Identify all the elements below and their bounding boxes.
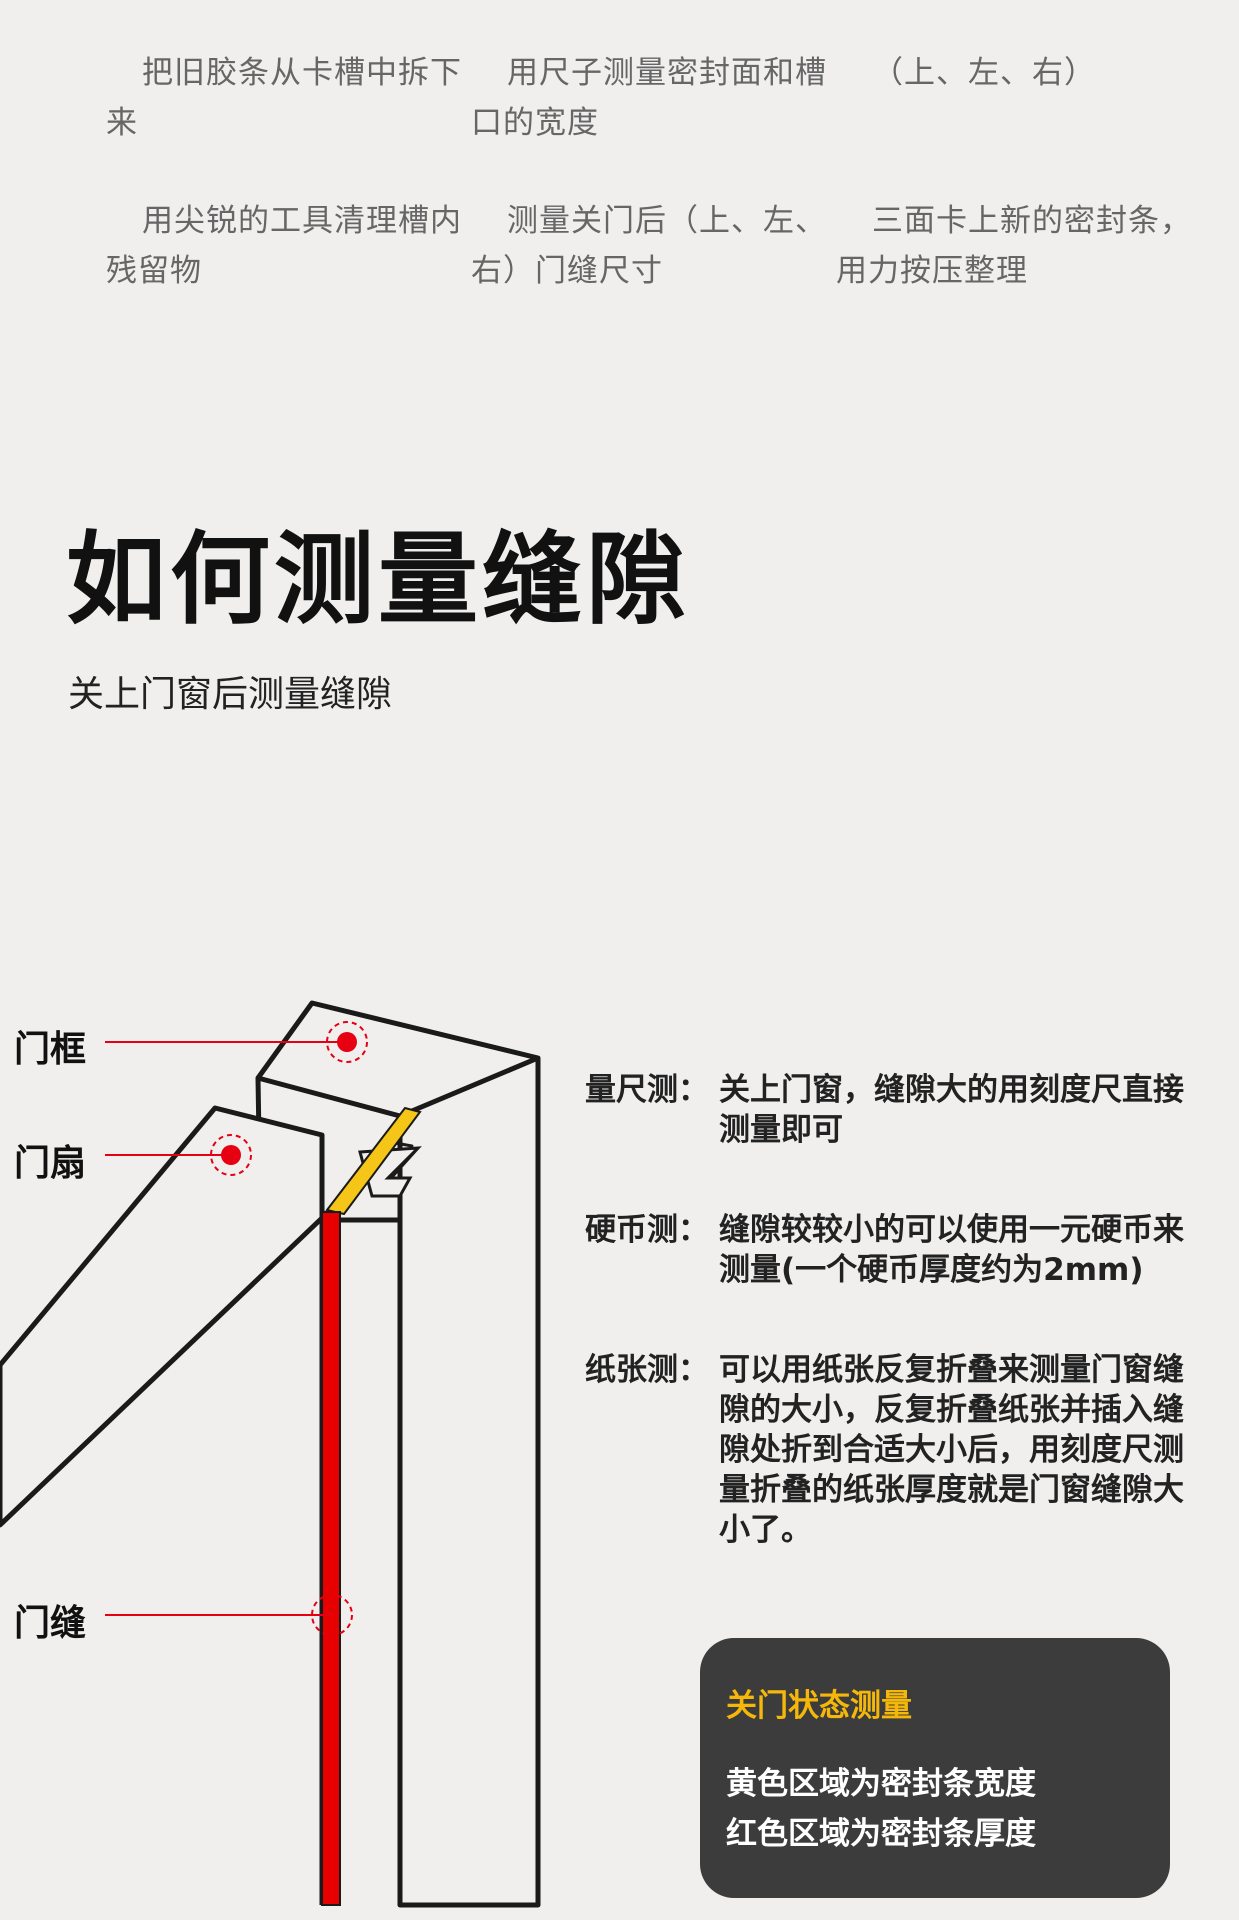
seal-thickness-red bbox=[321, 1211, 341, 1906]
frame-marker bbox=[326, 1021, 368, 1063]
label-door-frame: 门框 bbox=[14, 1029, 87, 1070]
label-door-leaf: 门扇 bbox=[14, 1143, 87, 1184]
door-gap-diagram bbox=[0, 1000, 541, 1908]
step-remove-old-seal: 把旧胶条从卡槽中拆下来 bbox=[106, 55, 462, 141]
page-subtitle: 关上门窗后测量缝隙 bbox=[68, 674, 393, 715]
gap-marker bbox=[311, 1594, 353, 1636]
note-red-line: 红色区域为密封条厚度 bbox=[726, 1816, 1036, 1852]
method-coin: 硬币测： 缝隙较较小的可以使用一元硬币来测量(一个硬币厚度约为2mm) bbox=[585, 1210, 1205, 1290]
method-ruler-desc: 关上门窗，缝隙大的用刻度尺直接测量即可 bbox=[719, 1072, 1184, 1148]
step-sides-note: （上、左、右） bbox=[872, 55, 1096, 91]
step-install-new-seal: 三面卡上新的密封条，用力按压整理 bbox=[836, 203, 1192, 289]
installation-steps: 把旧胶条从卡槽中拆下来 用尺子测量密封面和槽口的宽度 （上、左、右） 用尖锐的工… bbox=[106, 48, 1196, 296]
step-clean-groove: 用尖锐的工具清理槽内残留物 bbox=[106, 203, 462, 289]
step-measure-gap: 测量关门后（上、左、右）门缝尺寸 bbox=[471, 203, 827, 289]
method-coin-desc: 缝隙较较小的可以使用一元硬币来测量(一个硬币厚度约为2mm) bbox=[719, 1212, 1184, 1288]
method-paper: 纸张测： 可以用纸张反复折叠来测量门窗缝隙的大小，反复折叠纸张并插入缝隙处折到合… bbox=[585, 1350, 1205, 1550]
step-measure-width: 用尺子测量密封面和槽口的宽度 bbox=[471, 55, 827, 141]
method-ruler-name: 量尺测： bbox=[585, 1072, 709, 1108]
label-door-gap: 门缝 bbox=[14, 1603, 87, 1644]
method-paper-desc: 可以用纸张反复折叠来测量门窗缝隙的大小，反复折叠纸张并插入缝隙处折到合适大小后，… bbox=[719, 1352, 1184, 1548]
method-ruler: 量尺测： 关上门窗，缝隙大的用刻度尺直接测量即可 bbox=[585, 1070, 1205, 1150]
leaf-marker bbox=[210, 1134, 252, 1176]
measurement-methods: 量尺测： 关上门窗，缝隙大的用刻度尺直接测量即可 硬币测： 缝隙较较小的可以使用… bbox=[585, 1070, 1205, 1610]
method-coin-name: 硬币测： bbox=[585, 1212, 709, 1248]
page-title: 如何测量缝隙 bbox=[66, 521, 690, 638]
method-paper-name: 纸张测： bbox=[585, 1352, 709, 1388]
note-title: 关门状态测量 bbox=[726, 1688, 912, 1724]
closed-state-note: 关门状态测量 黄色区域为密封条宽度 红色区域为密封条厚度 bbox=[700, 1638, 1170, 1898]
note-yellow-line: 黄色区域为密封条宽度 bbox=[726, 1766, 1036, 1802]
